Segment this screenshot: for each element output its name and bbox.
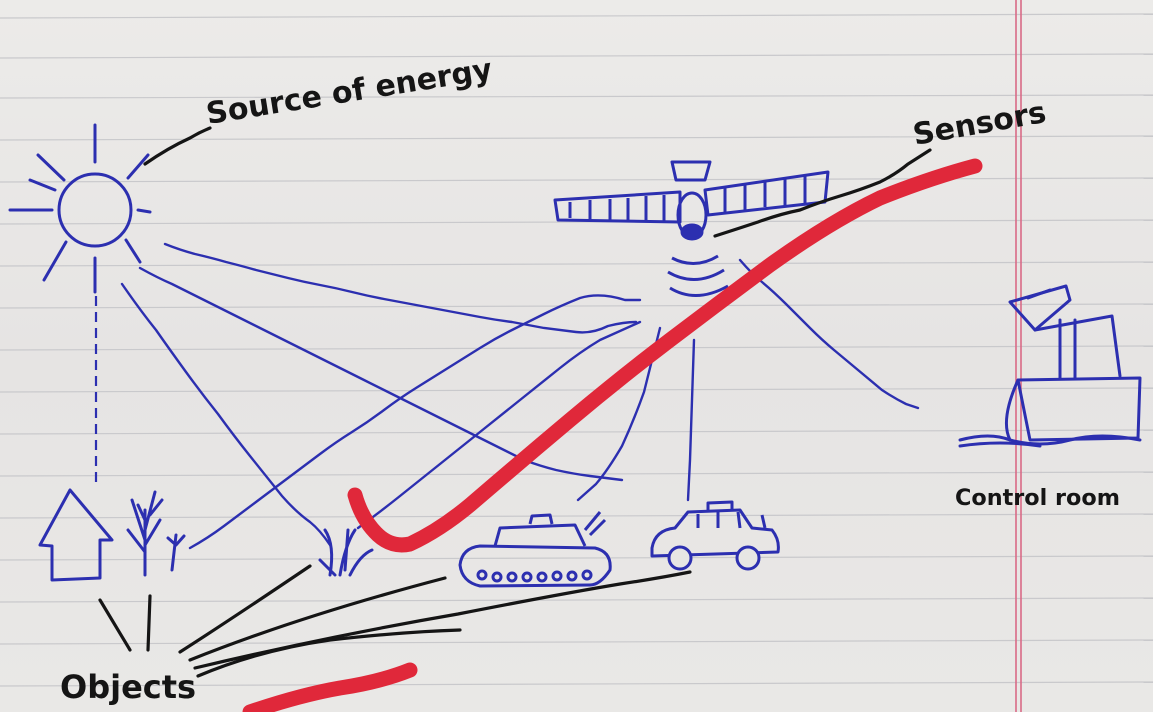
sun-icon: [8, 123, 152, 294]
source-label: Source of energy: [204, 52, 495, 132]
bush-icon: [318, 528, 374, 577]
tree-icon: [126, 490, 186, 577]
ship-icon: [958, 284, 1142, 448]
satellite-icon: [553, 160, 830, 298]
energy-rays: [120, 242, 920, 550]
pointer-lines: [98, 126, 932, 678]
margin-line: [1015, 0, 1022, 712]
ruled-lines: [0, 13, 1153, 687]
control-room-label: Control room: [955, 486, 1120, 511]
tank-icon: [458, 511, 612, 588]
sensors-label: Sensors: [910, 95, 1048, 153]
house-icon: [38, 488, 114, 582]
red-marker-strokes: [242, 158, 983, 712]
objects-label: Objects: [60, 668, 196, 706]
labels: Source of energy Sensors Control room Ob…: [60, 52, 1120, 706]
car-icon: [650, 500, 780, 571]
